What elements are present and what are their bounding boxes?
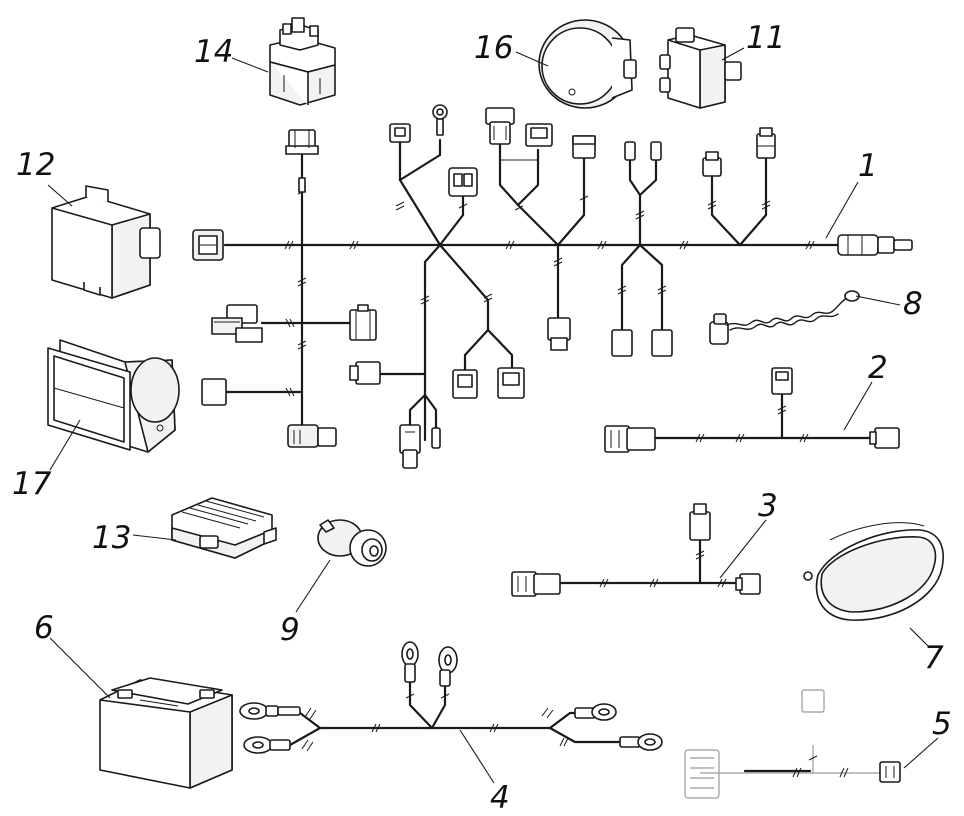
- callout-9: 9: [280, 612, 300, 648]
- ring-terminal-a: [432, 104, 448, 136]
- sub-harness-5: [684, 689, 901, 799]
- tether-switch-icon: [709, 290, 860, 345]
- harness-connector-k: [431, 427, 441, 449]
- ring-terminal-2: [243, 736, 291, 754]
- callout-7: 7: [924, 640, 944, 676]
- speedometer-gauge-icon: [538, 19, 637, 109]
- callout-14: 14: [194, 34, 233, 70]
- harness-connector-n: [547, 317, 571, 351]
- callout-3: 3: [758, 488, 778, 524]
- harness-connector-b: [448, 167, 478, 197]
- ring-terminal-5: [574, 703, 617, 721]
- harness-connector-j: [399, 424, 421, 469]
- ring-terminal-1: [239, 702, 301, 720]
- key-switch-icon: [317, 519, 387, 567]
- harness-connector-right: [837, 234, 913, 256]
- callout-4: 4: [490, 780, 510, 816]
- harness-connector-l: [452, 369, 478, 399]
- harness-connector-h: [756, 127, 776, 159]
- battery-harness-4: [239, 641, 663, 754]
- harness-connector-a: [389, 123, 411, 143]
- sub-harness-3: [511, 503, 761, 597]
- control-module-icon: [51, 185, 161, 299]
- callout-17: 17: [12, 466, 52, 502]
- harness-connector-small: [201, 378, 227, 406]
- voltage-regulator-icon: [171, 497, 277, 559]
- tail-light-icon: [803, 522, 944, 621]
- harness-connector-c: [485, 107, 515, 145]
- callout-1: 1: [858, 148, 878, 184]
- harness-connector-left: [192, 229, 224, 261]
- main-wiring-harness: [192, 104, 913, 469]
- harness-connector-g: [702, 151, 722, 177]
- callout-16: 16: [474, 30, 513, 66]
- ring-terminal-3: [401, 641, 419, 683]
- ring-terminal-4: [438, 646, 458, 687]
- harness-connector-i: [349, 361, 381, 385]
- battery-icon: [99, 677, 233, 789]
- headlight-icon: [47, 339, 180, 453]
- callout-8: 8: [903, 286, 923, 322]
- callout-5: 5: [932, 706, 952, 742]
- harness-connector-f: [624, 141, 662, 161]
- leader-lines: [47, 47, 939, 784]
- relay-icon: [269, 17, 336, 106]
- callout-11: 11: [746, 20, 785, 56]
- harness-connector-bottom: [287, 424, 337, 448]
- harness-connector-o: [611, 329, 673, 357]
- harness-connector-m: [497, 367, 525, 399]
- harness-connector-d: [499, 123, 553, 161]
- harness-connector-e: [572, 135, 596, 159]
- harness-connector-top: [285, 129, 319, 193]
- callout-13: 13: [92, 520, 131, 556]
- harness-connector-mid: [211, 304, 263, 343]
- ring-terminal-6: [619, 733, 663, 751]
- callout-numbers: 1 2 3 4 5 6 7 8 9 11 12 13 14 16 17: [12, 20, 952, 816]
- sub-harness-2: [604, 367, 900, 453]
- harness-connector-block: [349, 304, 377, 341]
- callout-6: 6: [34, 610, 54, 646]
- callout-2: 2: [868, 350, 888, 386]
- callout-12: 12: [16, 147, 55, 183]
- ignition-coil-icon: [659, 27, 742, 109]
